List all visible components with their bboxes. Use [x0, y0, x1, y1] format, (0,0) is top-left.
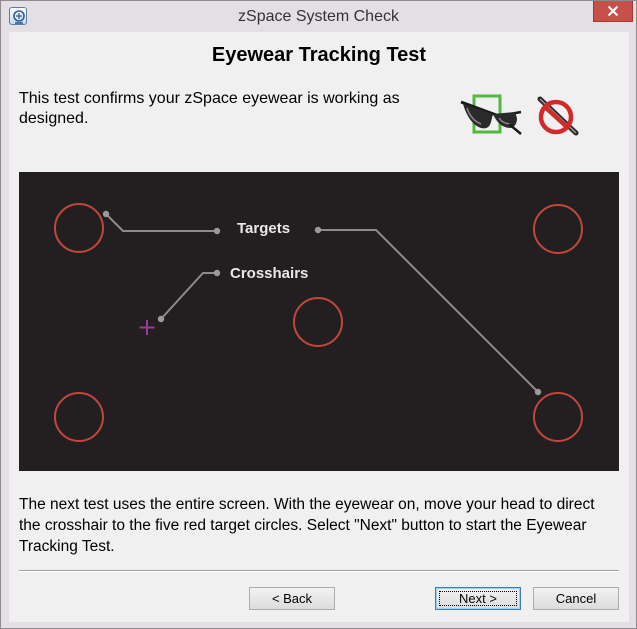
target-circle-top-left [54, 203, 104, 253]
close-button[interactable] [593, 1, 633, 22]
target-circle-bottom-right [533, 392, 583, 442]
crosshairs-label: Crosshairs [230, 265, 309, 282]
target-circle-top-right [533, 204, 583, 254]
back-button[interactable]: < Back [249, 587, 335, 610]
tracking-diagram: Targets Crosshairs [19, 172, 619, 471]
targets-label: Targets [237, 220, 291, 237]
eyewear-icon [460, 94, 522, 135]
footer-divider [19, 570, 619, 572]
next-button[interactable]: Next > [435, 587, 521, 610]
dialog-content: Eyewear Tracking Test This test confirms… [9, 32, 629, 622]
targets-leader-lines [105, 213, 539, 393]
zspace-app-icon[interactable] [9, 7, 27, 25]
close-icon [607, 5, 619, 17]
no-stylus-icon [537, 96, 579, 136]
crosshair-marker [139, 320, 155, 335]
focus-rect [439, 591, 517, 606]
intro-text: This test confirms your zSpace eyewear i… [19, 90, 400, 127]
window-title: zSpace System Check [238, 8, 399, 25]
title-bar[interactable]: zSpace System Check [1, 1, 636, 32]
target-circle-center [293, 297, 343, 347]
next-button-label: Next > [459, 591, 497, 606]
cancel-button[interactable]: Cancel [533, 587, 619, 610]
instructions-text: The next test uses the entire screen. Wi… [19, 496, 595, 555]
target-circle-bottom-left [54, 392, 104, 442]
page-title: Eyewear Tracking Test [211, 44, 427, 66]
